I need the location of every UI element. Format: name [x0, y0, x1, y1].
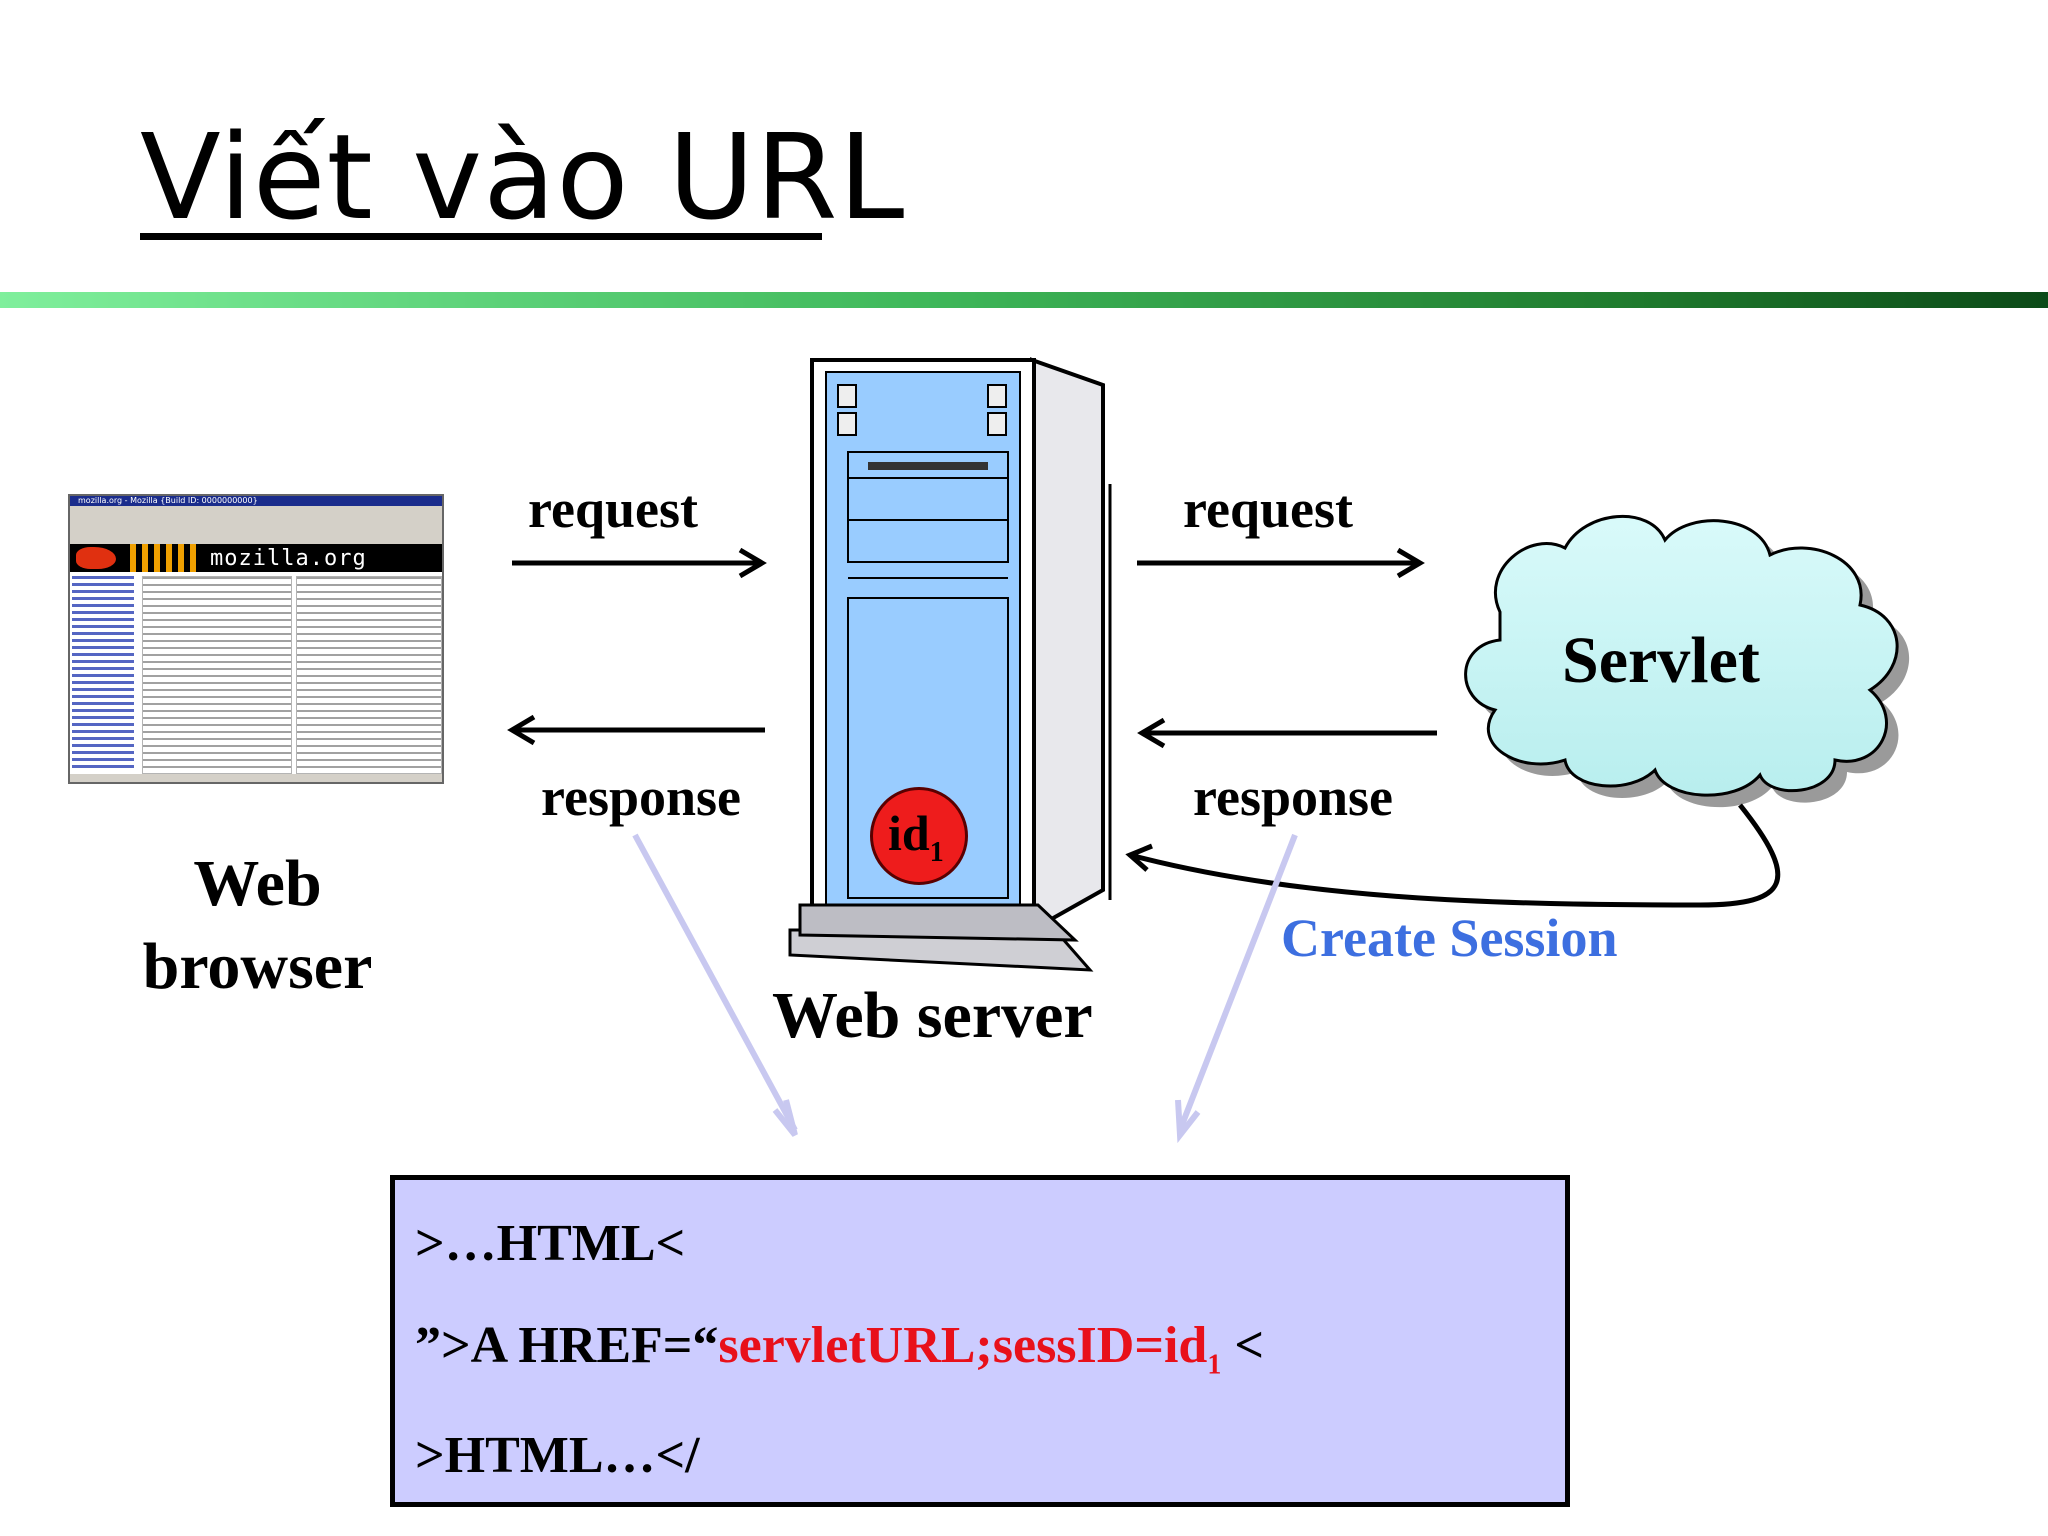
request-label-right: request — [1183, 479, 1353, 539]
session-id-name: id — [888, 805, 930, 861]
browser-toolbar — [70, 506, 442, 545]
code-line-2-suffix: < — [1221, 1317, 1264, 1374]
create-session-arrow — [1125, 803, 1781, 908]
create-session-label: Create Session — [1281, 908, 1618, 968]
session-id-badge — [870, 787, 968, 885]
slide-title: Viết vào URL — [140, 108, 906, 246]
code-line-2-prefix: ”>A HREF=“ — [415, 1317, 719, 1374]
response-label-left: response — [541, 767, 742, 827]
web-browser-screenshot: mozilla.org - Mozilla {Build ID: 0000000… — [68, 494, 444, 784]
pointer-arrow-left — [632, 833, 798, 1137]
banner-stripe — [130, 544, 200, 572]
servlet-label: Servlet — [1562, 624, 1760, 697]
request-arrow-right — [1137, 547, 1425, 579]
servlet-cloud-icon — [1464, 514, 1910, 808]
browser-title-bar: mozilla.org - Mozilla {Build ID: 0000000… — [78, 496, 258, 505]
browser-news-column — [142, 576, 292, 774]
pointer-arrow-right — [1175, 833, 1298, 1144]
request-arrow-left — [512, 547, 767, 579]
response-arrow-right — [1137, 717, 1437, 749]
browser-status-column — [296, 576, 442, 774]
web-server-label: Web server — [772, 979, 1093, 1052]
code-line-2: ”>A HREF=“servletURL;sessID=id1 < — [415, 1320, 1264, 1379]
mozilla-logo-icon — [76, 547, 116, 569]
web-browser-label-line2: browser — [142, 929, 373, 1003]
response-arrow-left — [507, 714, 765, 746]
code-line-2-url-text: servletURL;sessID=id — [718, 1317, 1208, 1374]
web-server-icon — [788, 357, 1112, 972]
web-browser-label-line1: Web — [193, 847, 322, 920]
html-code-box: >…HTML< ”>A HREF=“servletURL;sessID=id1 … — [390, 1175, 1570, 1507]
browser-sidebar — [72, 576, 134, 772]
code-line-3: >HTML…</ — [415, 1427, 700, 1484]
request-label-left: request — [528, 479, 698, 539]
browser-banner: mozilla.org — [70, 544, 442, 572]
green-divider-bar — [0, 292, 2048, 308]
code-line-2-url-subscript: 1 — [1207, 1349, 1222, 1381]
session-id-subscript: 1 — [929, 837, 944, 868]
code-line-2-url: servletURL;sessID=id1 — [718, 1317, 1221, 1379]
session-id-text: id1 — [888, 808, 944, 867]
response-label-right: response — [1193, 767, 1394, 827]
web-browser-label: Web browser — [130, 843, 385, 1008]
browser-status-bar — [70, 774, 442, 782]
code-line-1: >…HTML< — [415, 1215, 686, 1272]
browser-banner-text: mozilla.org — [210, 546, 367, 571]
title-underline — [140, 233, 822, 240]
